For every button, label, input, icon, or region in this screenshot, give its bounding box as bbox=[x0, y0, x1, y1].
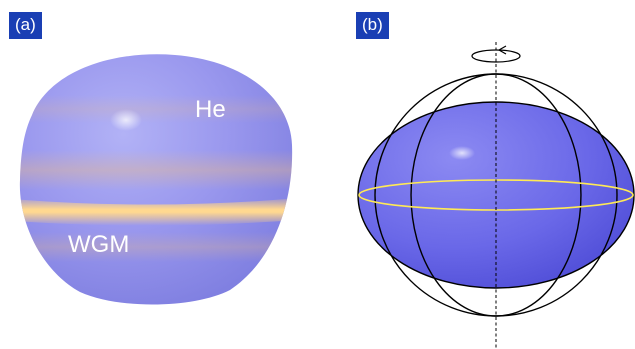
helium-label: He bbox=[195, 96, 226, 123]
panel-a-tag: (a) bbox=[9, 12, 42, 39]
spheroid-meridian-right bbox=[495, 73, 582, 317]
panel-b-tag: (b) bbox=[356, 12, 389, 39]
counterclockwise-rotation-arrow-icon bbox=[471, 45, 521, 63]
spheroid-meridian-left bbox=[410, 73, 497, 317]
droplet-highlight bbox=[110, 109, 142, 131]
wgm-label: WGM bbox=[68, 231, 129, 258]
helium-droplet bbox=[19, 54, 293, 305]
spheroid-highlight bbox=[449, 146, 475, 160]
oblate-spheroid bbox=[357, 101, 635, 289]
